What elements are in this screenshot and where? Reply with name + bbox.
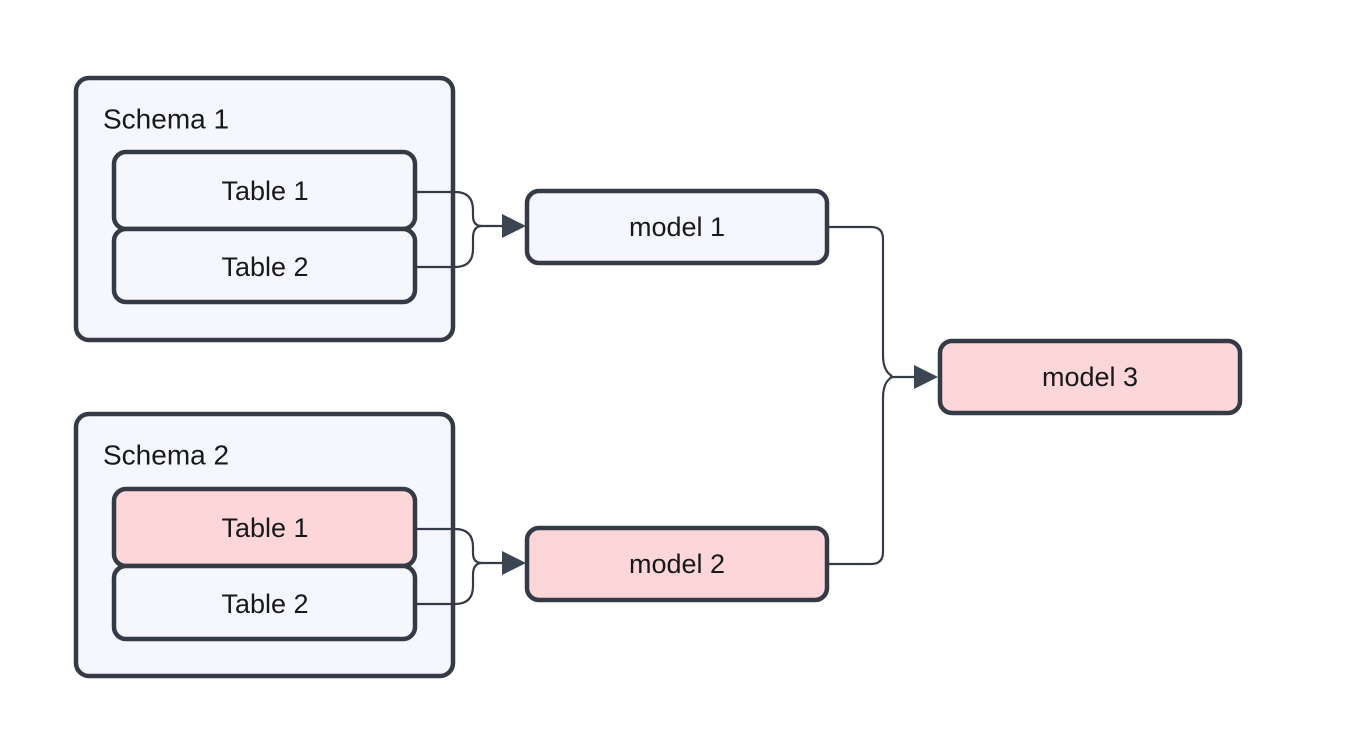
model-1-label: model 1: [629, 212, 725, 242]
schema-1-table-2-box[interactable]: [111, 226, 418, 305]
schema-group-1[interactable]: Schema 1 Table 1 Table 2: [73, 75, 456, 343]
model-1-node[interactable]: model 1: [524, 188, 830, 266]
edge-group-schema2-model2: [415, 527, 526, 606]
schema-1-table-2-label: Table 2: [221, 252, 308, 282]
arrow-head-model1: [502, 214, 526, 238]
schema-1-label: Schema 1: [103, 103, 229, 134]
schema-2-table-2-label: Table 2: [221, 589, 308, 619]
edge-s2t2-model2: [415, 561, 483, 606]
arrow-head-model3: [914, 365, 938, 389]
model-2-label: model 2: [629, 549, 725, 579]
model-2-node[interactable]: model 2: [524, 525, 830, 603]
model-3-node[interactable]: model 3: [937, 338, 1243, 416]
edge-model1-model3: [827, 225, 893, 377]
arrow-head-model2: [502, 551, 526, 575]
schema-group-2[interactable]: Schema 2 Table 1 Table 2: [73, 411, 456, 679]
edge-group-models-model3: [827, 225, 938, 566]
schema-2-label: Schema 2: [103, 439, 229, 470]
schema-2-table-1-label: Table 1: [221, 513, 308, 543]
edge-s1t2-model1: [415, 224, 483, 269]
edge-s2t1-model2: [415, 527, 483, 565]
edge-model2-model3: [827, 376, 893, 566]
model-3-box[interactable]: [937, 338, 1243, 416]
schema-2-table-2-box[interactable]: [111, 563, 418, 642]
edge-group-schema1-model1: [415, 190, 526, 269]
edge-s1t1-model1: [415, 190, 483, 228]
model-3-label: model 3: [1042, 362, 1138, 392]
schema-1-table-1-label: Table 1: [221, 176, 308, 206]
